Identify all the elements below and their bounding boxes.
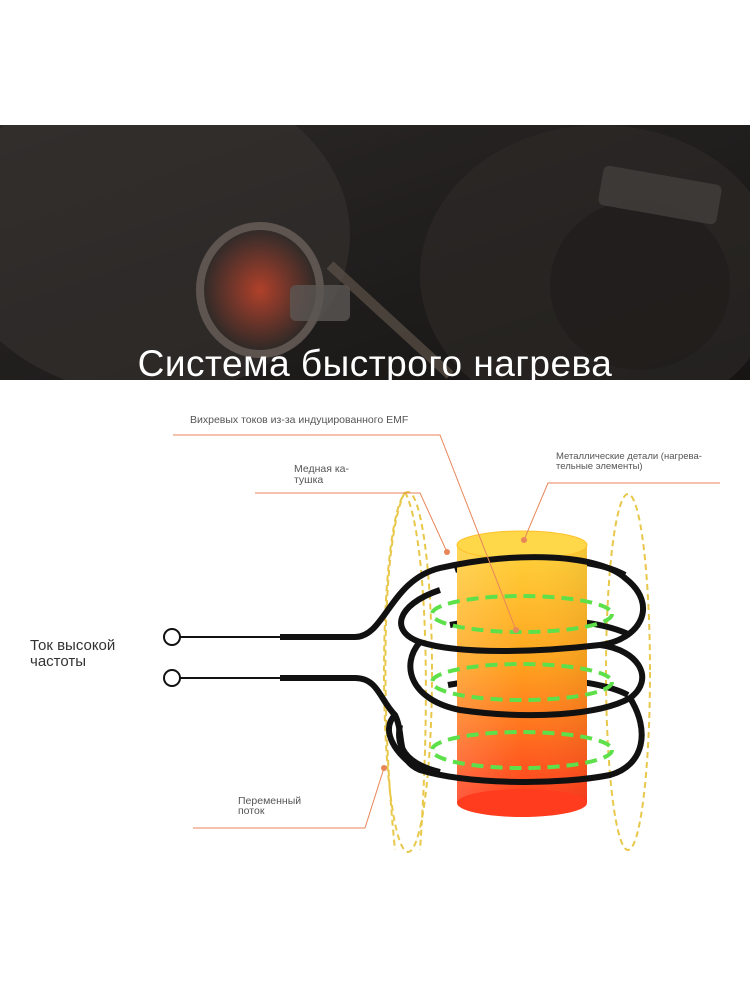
- metal-core: [457, 531, 587, 817]
- leader-lines: [173, 435, 720, 828]
- header-banner: Система быстрого нагрева: [0, 125, 750, 380]
- label-metal-parts-line2: тельные элементы): [556, 461, 643, 472]
- diagram-graphic: [0, 380, 750, 1000]
- banner-title: Система быстрого нагрева: [0, 343, 750, 380]
- label-copper-coil-line2: тушка: [294, 475, 323, 486]
- label-hf-current-line1: Ток высокой: [30, 638, 115, 654]
- label-alternating-flux-line2: поток: [238, 806, 264, 817]
- banner-background: [0, 125, 750, 380]
- label-hf-current-line2: частоты: [30, 654, 86, 670]
- label-eddy-currents: Вихревых токов из-за индуцированного EMF: [190, 415, 408, 426]
- current-leads: [164, 629, 280, 686]
- induction-diagram: Вихревых токов из-за индуцированного EMF…: [0, 380, 750, 1000]
